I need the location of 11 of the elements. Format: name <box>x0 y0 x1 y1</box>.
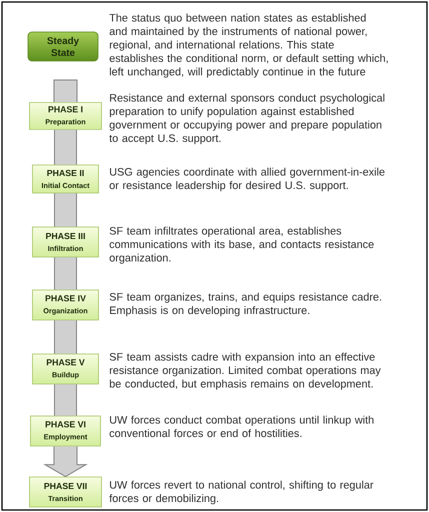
state-box: Steady State <box>28 32 98 62</box>
description-text: UW forces conduct combat operations until linkup with conventional forces or end of hostilities. <box>110 416 374 438</box>
description-text: The status quo between nation states as established and maintained by the instruments of national power, regional, and international relations. This state establishes the conditional norm, or default setting which, left unchanged, will predictably continue in the future <box>109 14 388 78</box>
description-text: USG agencies coordinate with allied government-in-exile or resistance leadership for desired U.S. support. <box>110 168 384 192</box>
description-text: UW forces revert to national control, shifting to regular forces or demobilizing. <box>109 480 374 504</box>
description-text: SF team infiltrates operational area, establishes communications with its base, and contacts resistance organization. <box>110 226 374 264</box>
description-text: SF team organizes, trains, and equips resistance cadre. Emphasis is on developing infrastructure. <box>110 292 381 316</box>
arrow <box>43 446 88 478</box>
description-text: SF team assists cadre with expansion into an effective resistance organization. Limited combat operations may be conducted, but emphasis remains on development. <box>110 352 381 390</box>
arrow-shaft <box>54 80 78 103</box>
description-text: Resistance and external sponsors conduct psychological preparation to unify population against established government or occupying power and prepare population to accept U.S. support. <box>109 94 384 144</box>
